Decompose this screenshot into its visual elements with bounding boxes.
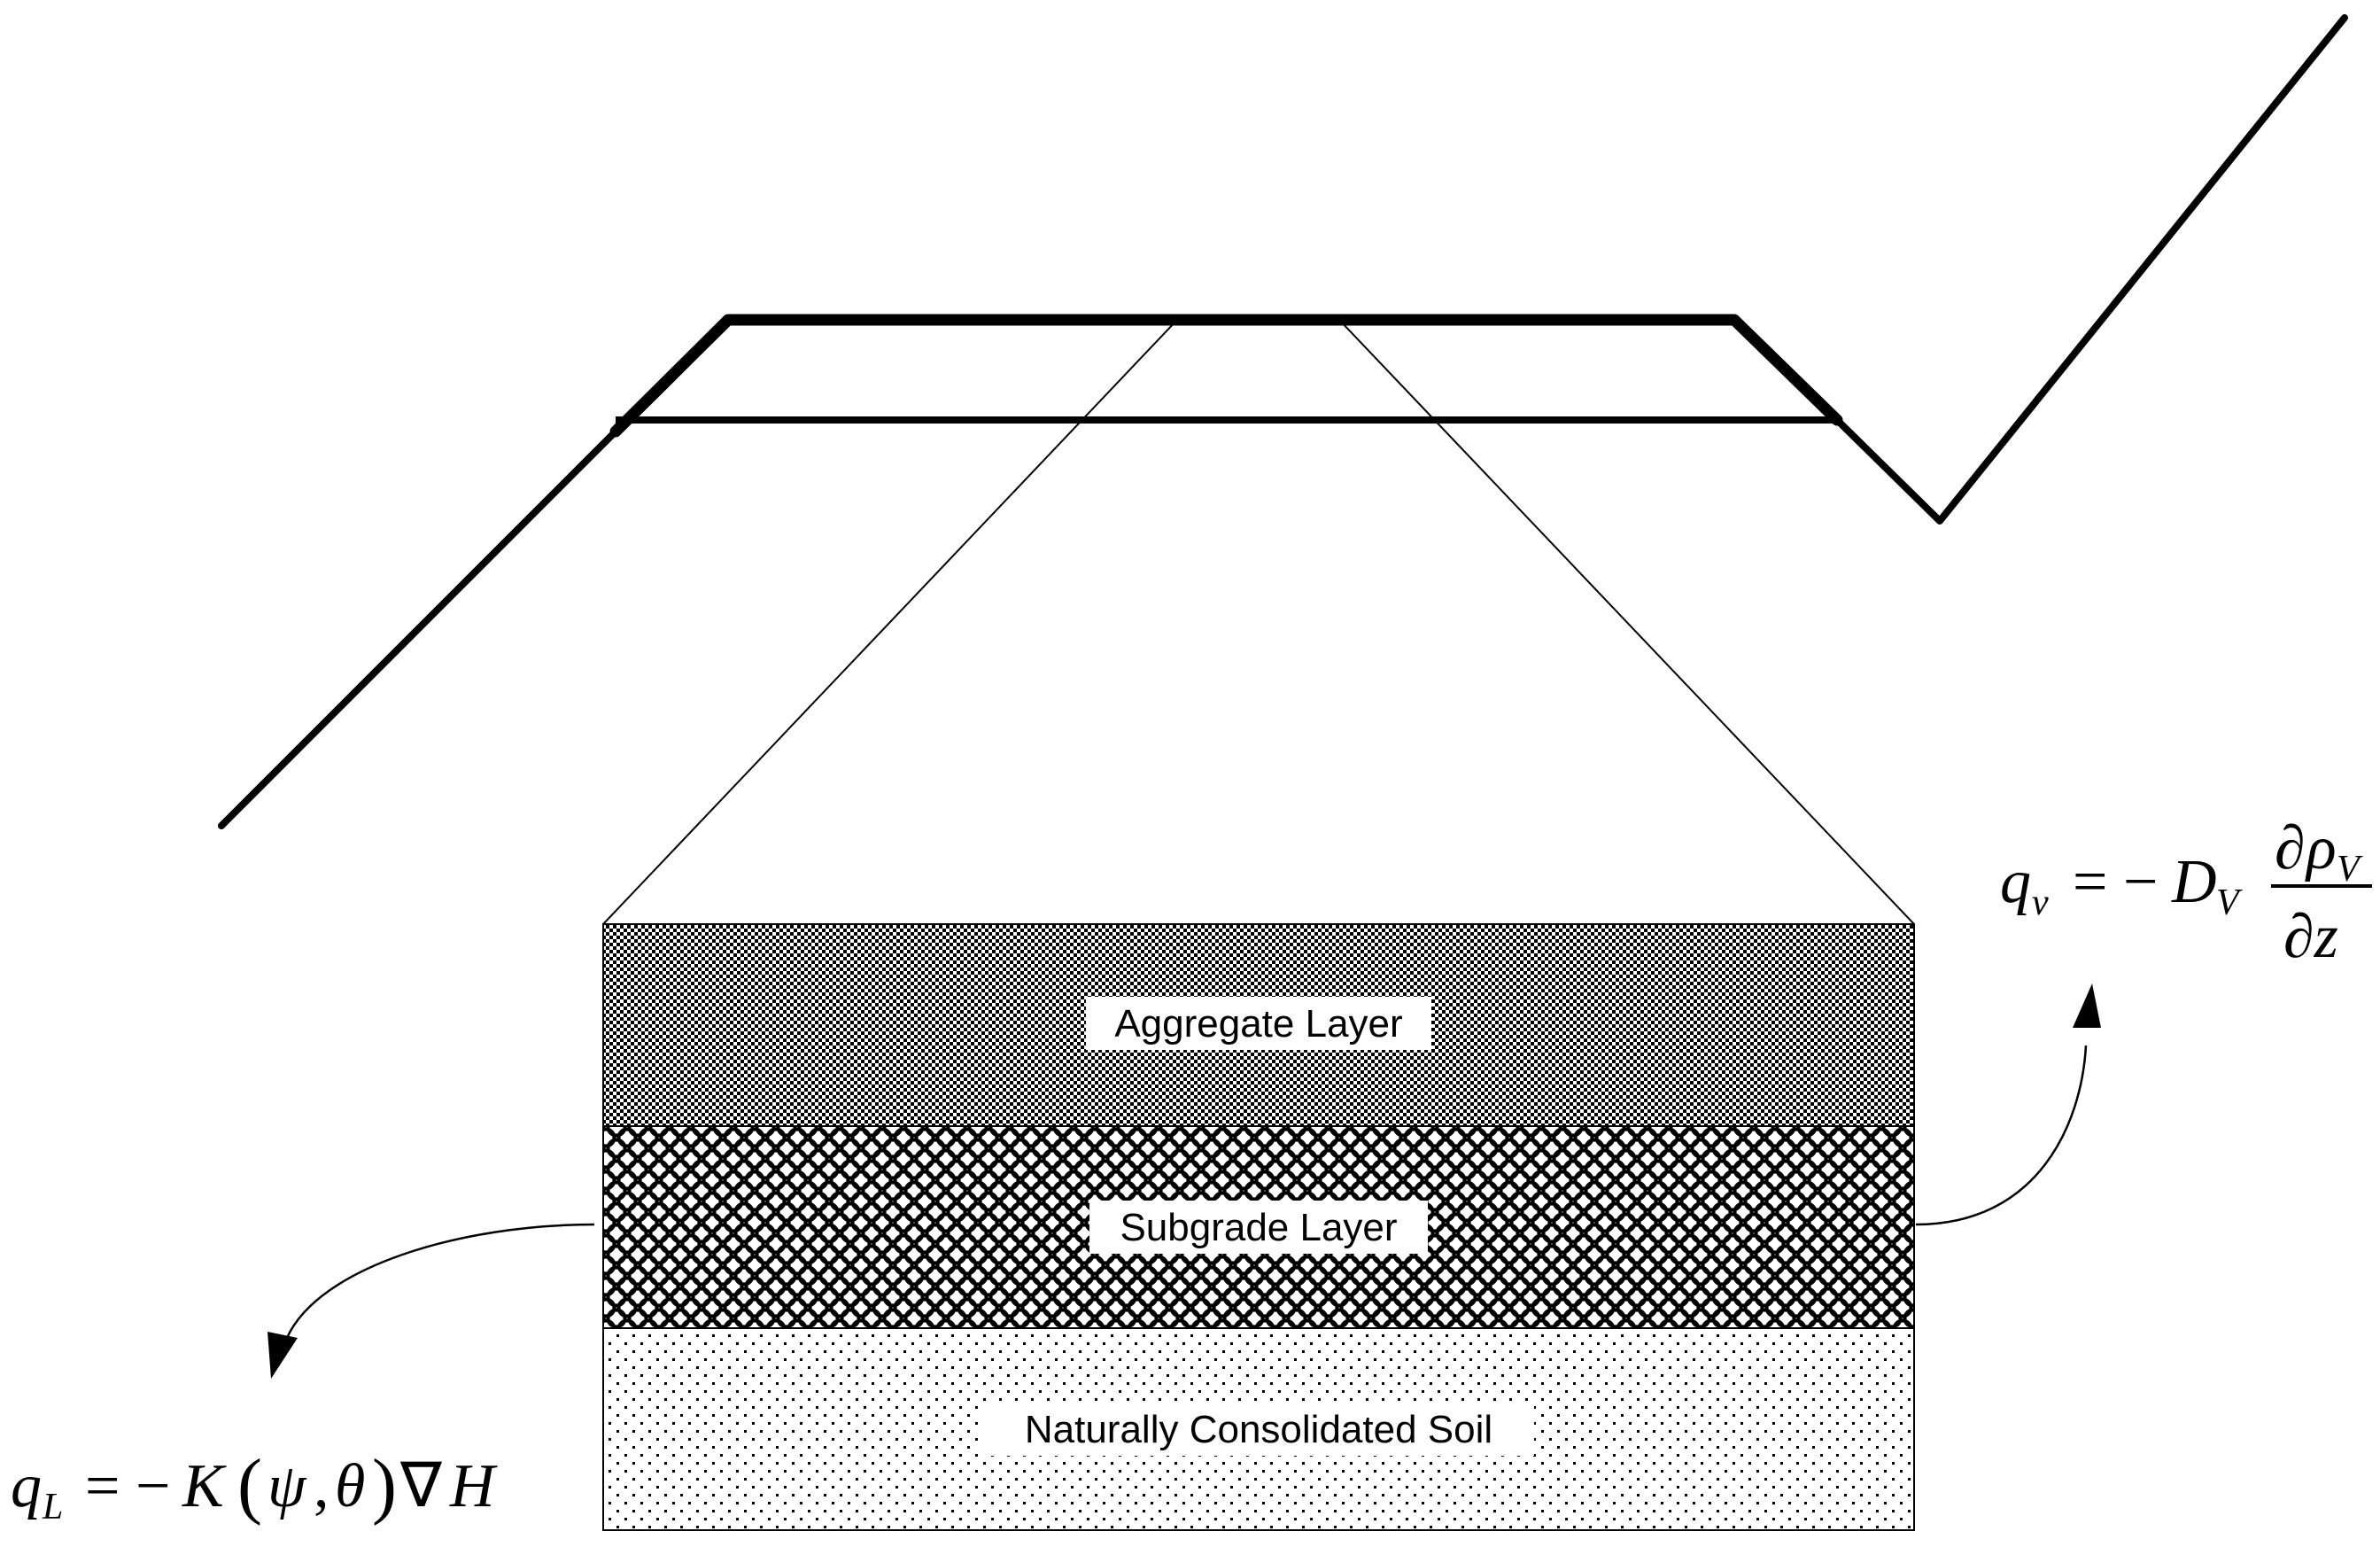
subgrade-layer-label: Subgrade Layer	[1120, 1206, 1397, 1249]
liquid-rparen: )	[372, 1444, 397, 1527]
liquid-lhs-var: q	[11, 1452, 42, 1520]
vapor-num-partial: ∂	[2275, 814, 2306, 882]
soil-profile-block: Aggregate Layer Subgrade Layer Naturally…	[602, 923, 1915, 1531]
right-slope-and-ditch-line	[1833, 14, 2348, 525]
zoom-projection-lines	[602, 319, 1915, 925]
zoom-line-right	[1338, 319, 1915, 925]
zoom-line-left	[602, 319, 1178, 925]
liquid-lhs-sub: L	[42, 1487, 63, 1528]
vapor-flux-equation: q v = − D V ∂ ρ V ∂z	[2000, 814, 2372, 971]
aggregate-shoulder-right	[1728, 314, 1843, 426]
natural-label-bg	[983, 1403, 1534, 1456]
liquid-flux-equation: q L = − K ( ψ , θ ) ∇ H	[11, 1444, 498, 1528]
vapor-denominator: ∂z	[2283, 903, 2338, 971]
vapor-num-sub: V	[2337, 849, 2363, 890]
liquid-equals-minus: = −	[85, 1452, 170, 1520]
liquid-theta: θ	[335, 1452, 365, 1520]
left-slope-line	[218, 428, 619, 829]
natural-soil-label: Naturally Consolidated Soil	[1025, 1408, 1492, 1451]
liquid-lparen: (	[237, 1444, 262, 1527]
vapor-flux-arrow	[1915, 1045, 2088, 1226]
liquid-flux-arrow	[285, 1223, 595, 1339]
liquid-h: H	[449, 1452, 498, 1520]
embankment-profile	[218, 14, 2348, 829]
liquid-k: K	[182, 1452, 227, 1520]
liquid-nabla: ∇	[399, 1452, 443, 1520]
aggregate-label-bg	[1086, 997, 1431, 1050]
aggregate-shoulder-left	[609, 314, 734, 438]
vapor-coef-sub: V	[2216, 882, 2243, 923]
vapor-equals-minus: = −	[2073, 848, 2158, 916]
liquid-arrowhead-icon	[267, 1332, 298, 1379]
vapor-lhs-sub: v	[2032, 882, 2049, 923]
vapor-num-var: ρ	[2305, 814, 2337, 882]
liquid-comma: ,	[314, 1452, 329, 1520]
vapor-coef: D	[2171, 848, 2217, 916]
aggregate-layer-label: Aggregate Layer	[1114, 1002, 1402, 1046]
vapor-arrowhead-icon	[2073, 983, 2101, 1028]
vapor-lhs-var: q	[2000, 848, 2031, 916]
liquid-psi: ψ	[267, 1452, 307, 1520]
subgrade-label-bg	[1089, 1201, 1428, 1254]
